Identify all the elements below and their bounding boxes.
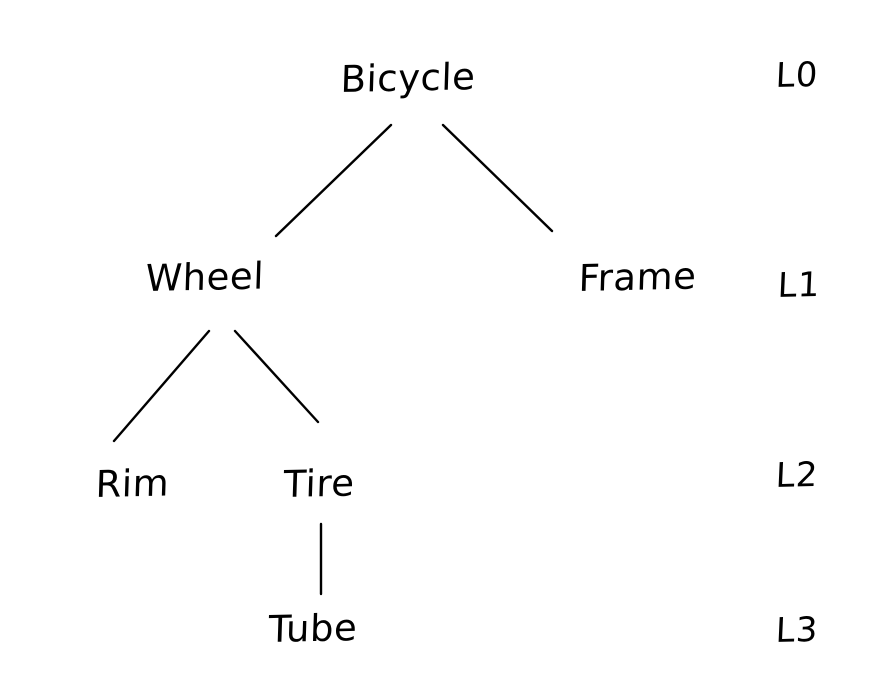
edge-bicycle-to-wheel (274, 123, 393, 238)
level-label-l1: L1 (776, 264, 822, 306)
tree-node-tire[interactable]: Tire (282, 461, 356, 506)
tree-node-tube[interactable]: Tube (267, 606, 359, 651)
level-label-l3: L3 (774, 609, 820, 651)
edge-bicycle-to-frame (441, 123, 554, 233)
level-label-l0: L0 (774, 54, 820, 96)
edge-wheel-to-tire (233, 329, 320, 424)
tree-node-wheel[interactable]: Wheel (144, 254, 265, 300)
edge-wheel-to-rim (112, 329, 211, 443)
tree-node-frame[interactable]: Frame (577, 254, 698, 300)
level-label-l2: L2 (774, 454, 820, 496)
tree-node-rim[interactable]: Rim (94, 461, 170, 506)
tree-node-bicycle[interactable]: Bicycle (339, 55, 477, 101)
